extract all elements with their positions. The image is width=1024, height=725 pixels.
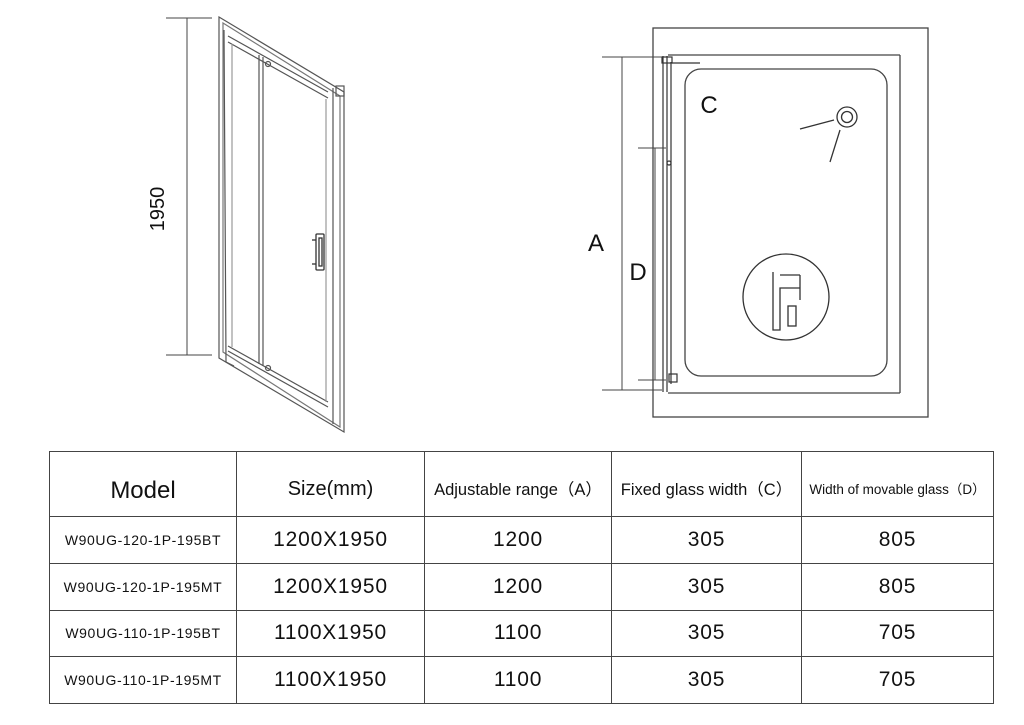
technical-drawing: 1950 A (147, 15, 929, 434)
spec-table: Model Size(mm) Adjustable range（A） Fixed… (49, 451, 994, 704)
cell-fixed-glass-width: 305 (611, 609, 802, 658)
cell-size: 1100X1950 (236, 609, 425, 658)
cell-movable-glass-width: 705 (801, 609, 994, 658)
cell-fixed-glass-width: 305 (611, 562, 802, 611)
table-header-row: Model Size(mm) Adjustable range（A） Fixed… (49, 451, 994, 517)
cell-adjustable-range: 1200 (424, 562, 612, 611)
door-glass-profile (661, 56, 700, 392)
cell-movable-glass-width: 805 (801, 562, 994, 611)
cell-model: W90UG-120-1P-195BT (49, 516, 237, 564)
cell-size: 1200X1950 (236, 562, 425, 611)
table-row: W90UG-110-1P-195MT 1100X1950 1100 305 70… (49, 656, 994, 704)
height-dimension-line (166, 17, 212, 356)
dimension-d-label: D (629, 259, 646, 286)
door-handle (312, 233, 325, 271)
drain-icon (799, 106, 858, 163)
cell-size: 1200X1950 (236, 516, 425, 564)
header-adjustable-range: Adjustable range（A） (424, 451, 612, 517)
cell-fixed-glass-width: 305 (611, 516, 802, 564)
front-view-door (218, 15, 345, 434)
cell-model: W90UG-110-1P-195BT (49, 609, 237, 658)
height-dimension-label: 1950 (147, 187, 169, 232)
dimension-c-label: C (700, 92, 717, 119)
cell-adjustable-range: 1200 (424, 516, 612, 564)
header-fixed-glass-width: Fixed glass width（C） (611, 451, 802, 517)
table-row: W90UG-120-1P-195BT 1200X1950 1200 305 80… (49, 516, 994, 564)
detail-callout (742, 253, 830, 341)
table-row: W90UG-120-1P-195MT 1200X1950 1200 305 80… (49, 562, 994, 611)
dimension-a-label: A (588, 230, 604, 257)
plan-view-enclosure (652, 27, 929, 418)
cell-model: W90UG-110-1P-195MT (49, 656, 237, 704)
cell-adjustable-range: 1100 (424, 656, 612, 704)
cell-model: W90UG-120-1P-195MT (49, 562, 237, 611)
cell-fixed-glass-width: 305 (611, 656, 802, 704)
header-model: Model (49, 451, 237, 517)
cell-movable-glass-width: 805 (801, 516, 994, 564)
header-movable-glass-width: Width of movable glass（D） (801, 451, 994, 517)
cell-adjustable-range: 1100 (424, 609, 612, 658)
header-size: Size(mm) (236, 451, 425, 517)
cell-movable-glass-width: 705 (801, 656, 994, 704)
cell-size: 1100X1950 (236, 656, 425, 704)
dimension-a-line (602, 56, 662, 391)
dimension-d-line (638, 147, 666, 381)
table-row: W90UG-110-1P-195BT 1100X1950 1100 305 70… (49, 609, 994, 658)
